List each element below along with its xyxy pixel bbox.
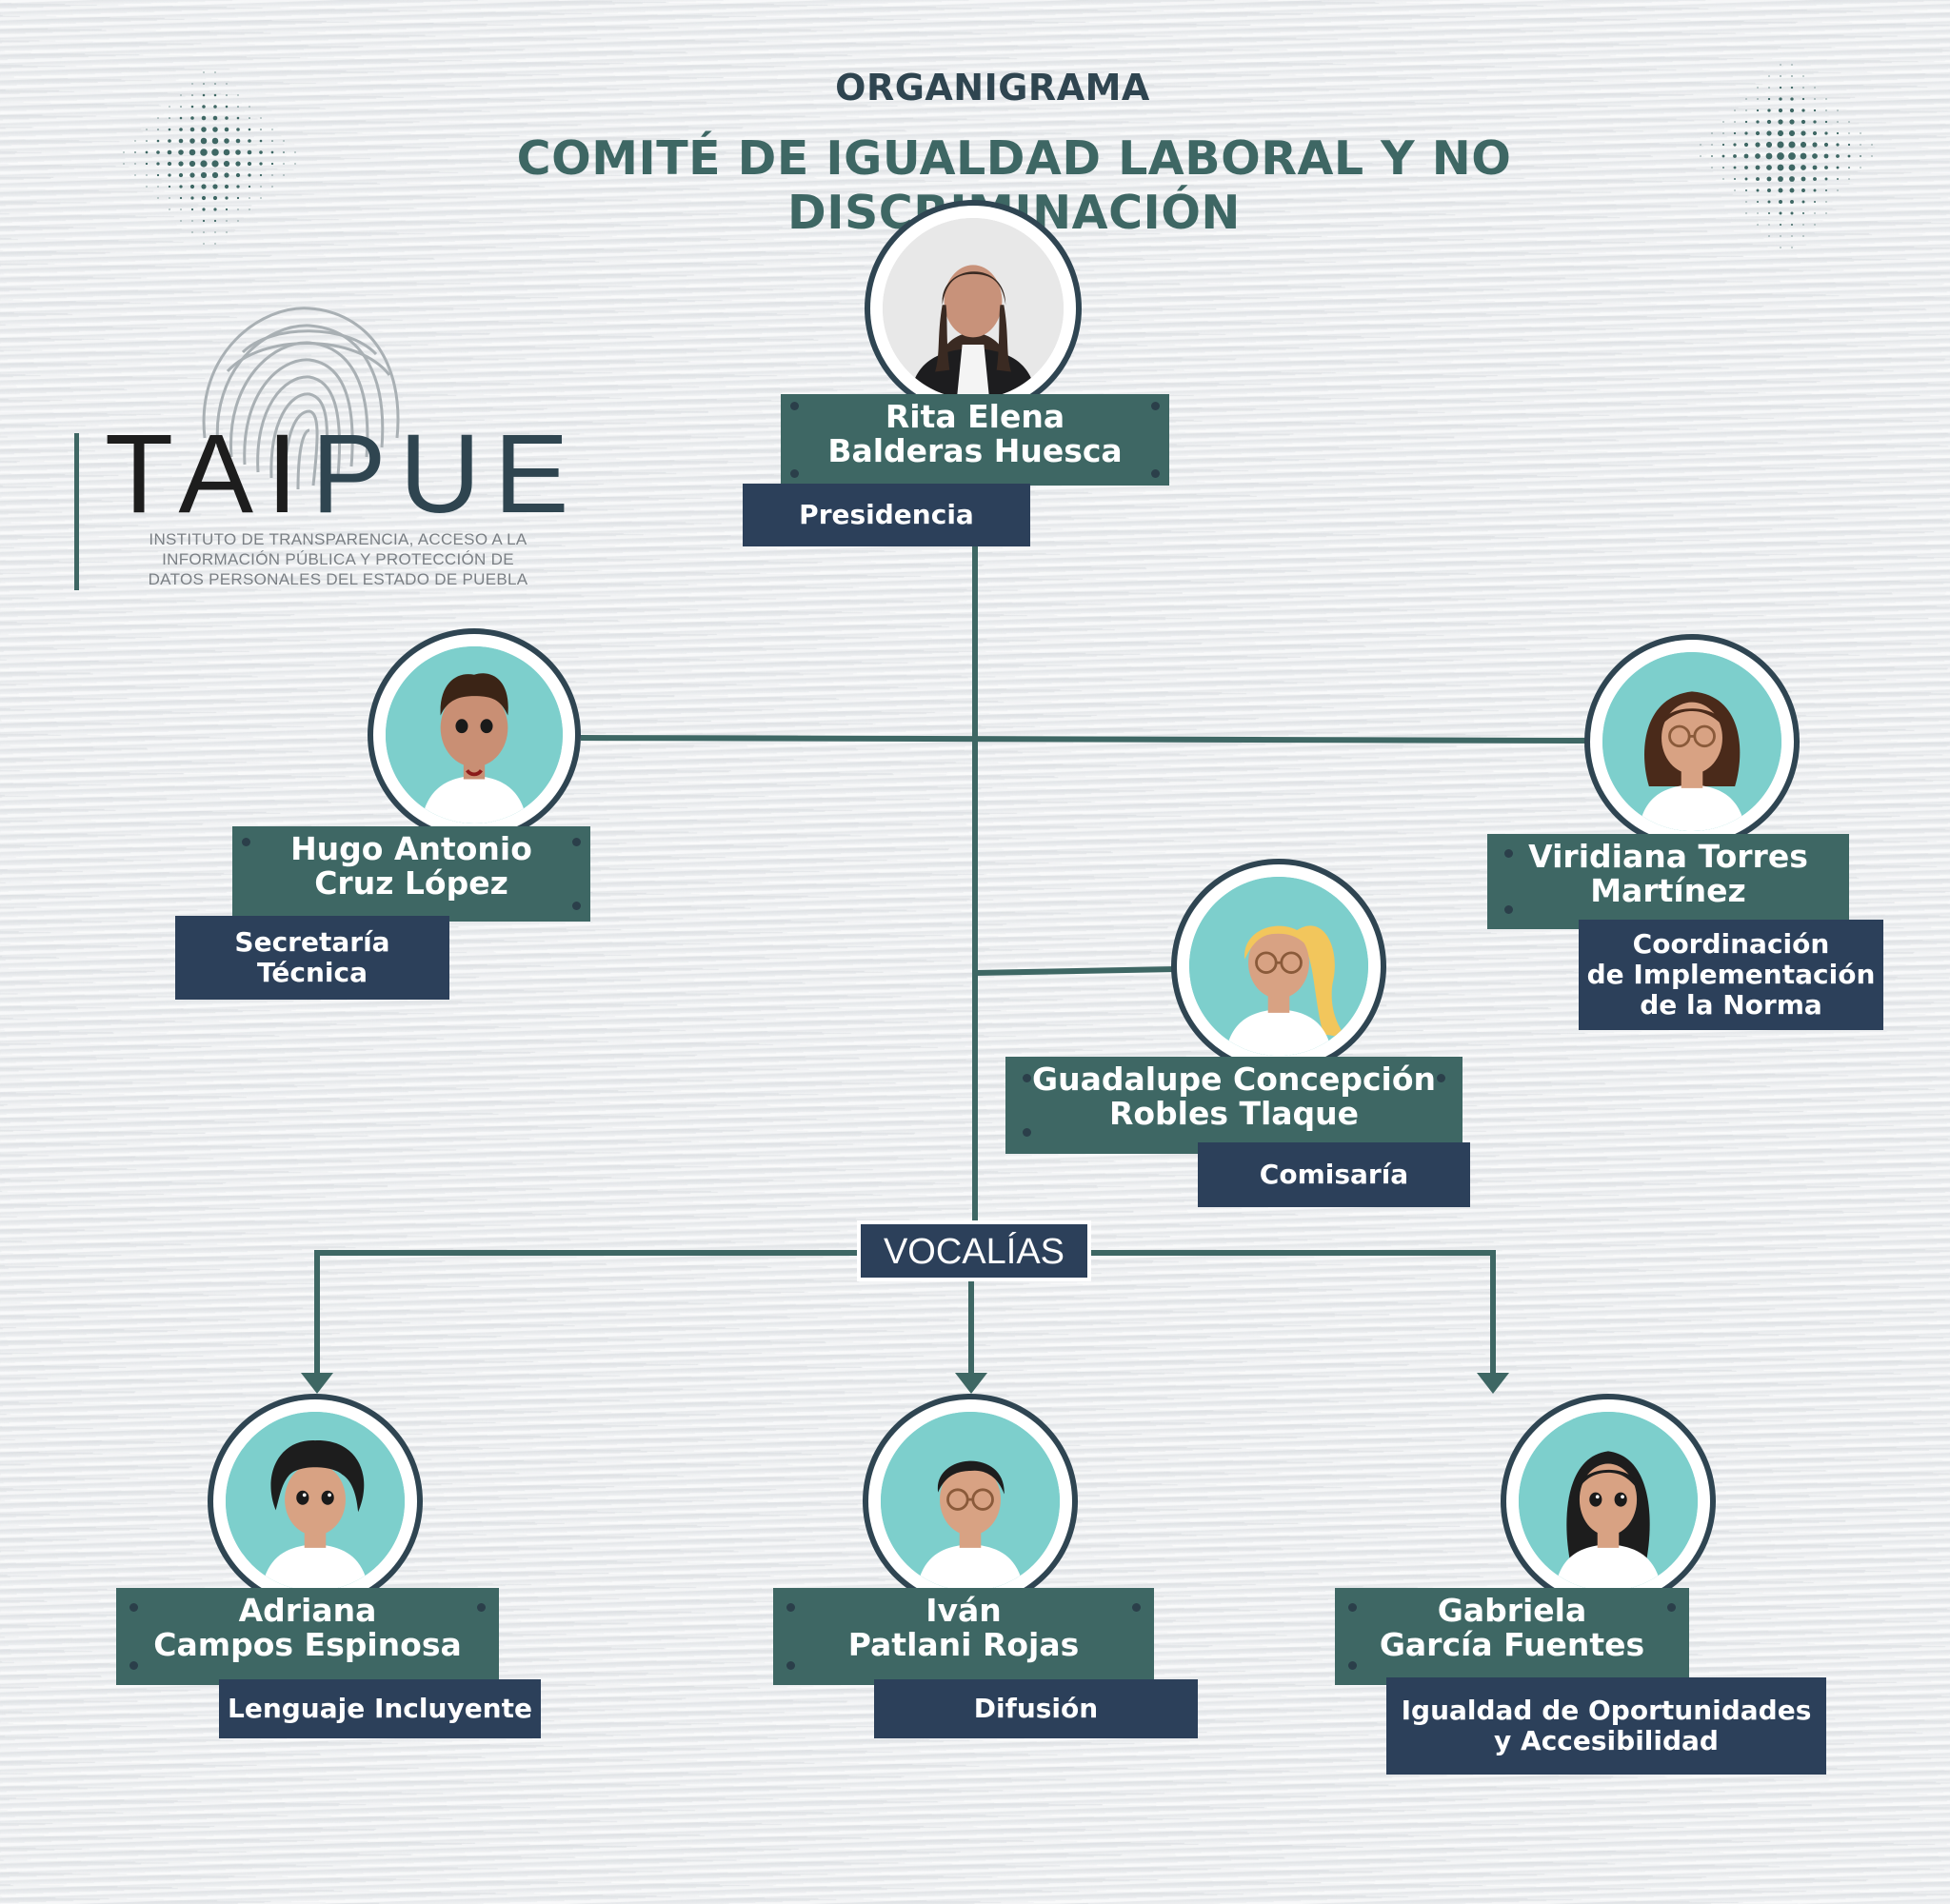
cartoon-person-glasses-icon: [881, 1412, 1060, 1591]
member-role: Secretaría: [234, 926, 390, 958]
member-role: Presidencia: [799, 499, 974, 530]
cartoon-woman-blonde-icon: [1189, 877, 1368, 1056]
member-role: Comisaría: [1259, 1159, 1409, 1190]
member-role: Técnica: [257, 957, 368, 988]
member-name: Balderas Huesca: [827, 432, 1123, 469]
dot-pattern-right-icon: [1700, 64, 1873, 248]
member-name: Guadalupe Concepción: [1031, 1061, 1437, 1098]
logo-wordmark: TAIPUE: [105, 411, 583, 537]
role-box-comisaria: Comisaría: [1198, 1142, 1470, 1207]
member-role: Difusión: [973, 1693, 1099, 1724]
avatar-presidencia: [865, 200, 1082, 417]
avatar-vocal-lenguaje: [208, 1394, 423, 1609]
member-name: Gabriela: [1437, 1592, 1587, 1629]
member-name: Hugo Antonio: [290, 830, 532, 867]
arrow-down-icon: [301, 1373, 333, 1394]
member-name: Viridiana Torres: [1528, 838, 1808, 875]
name-box-comisaria: Guadalupe Concepción Robles Tlaque: [1005, 1057, 1462, 1154]
member-name: Iván: [925, 1592, 1002, 1629]
member-name: García Fuentes: [1379, 1626, 1645, 1663]
logo-tagline: INSTITUTO DE TRANSPARENCIA, ACCESO A LA …: [148, 530, 528, 588]
member-name: Patlani Rojas: [847, 1626, 1080, 1663]
fingerprint-icon: [202, 307, 400, 490]
name-box-coordinacion: Viridiana Torres Martínez: [1487, 834, 1849, 929]
name-box-vocal-difusion: Iván Patlani Rojas: [773, 1588, 1154, 1685]
cartoon-woman-long-hair-icon: [1519, 1412, 1698, 1591]
dot-pattern-left-icon: [123, 71, 296, 245]
member-name: Robles Tlaque: [1108, 1095, 1360, 1132]
member-name: Martínez: [1590, 872, 1746, 909]
arrow-down-icon: [955, 1373, 987, 1394]
cartoon-woman-wavy-icon: [226, 1412, 405, 1591]
member-name: Cruz López: [314, 864, 508, 902]
person-photo-icon: [883, 218, 1064, 399]
taipue-logo: TAIPUE INSTITUTO DE TRANSPARENCIA, ACCES…: [67, 295, 568, 600]
name-box-vocal-lenguaje: Adriana Campos Espinosa: [116, 1588, 499, 1685]
member-name: Campos Espinosa: [153, 1626, 462, 1663]
avatar-vocal-difusion: [863, 1394, 1078, 1609]
avatar-vocal-igualdad: [1501, 1394, 1716, 1609]
member-role: Igualdad de Oportunidades: [1401, 1695, 1812, 1726]
member-role: y Accesibilidad: [1494, 1725, 1719, 1756]
line-to-comisaria: [974, 966, 1177, 976]
member-role: de la Norma: [1640, 989, 1822, 1021]
avatar-secretaria: [368, 628, 581, 842]
arrow-down-icon: [1477, 1373, 1509, 1394]
horizontal-line-secretaria-coordinacion: [580, 735, 1591, 744]
page-subtitle: ORGANIGRAMA: [835, 67, 1150, 109]
role-box-coordinacion: Coordinación de Implementación de la Nor…: [1579, 920, 1883, 1030]
cartoon-woman-curly-icon: [1602, 652, 1781, 831]
cartoon-man-icon: [386, 646, 563, 823]
member-role: de Implementación: [1586, 959, 1876, 990]
name-box-presidencia: Rita Elena Balderas Huesca: [781, 394, 1169, 486]
name-box-secretaria: Hugo Antonio Cruz López: [232, 826, 590, 922]
member-name: Adriana: [238, 1592, 377, 1629]
role-box-secretaria: Secretaría Técnica: [175, 916, 449, 1000]
role-box-vocal-igualdad: Igualdad de Oportunidades y Accesibilida…: [1386, 1677, 1826, 1775]
avatar-comisaria: [1171, 859, 1386, 1074]
logo-accent-bar: [74, 433, 79, 590]
role-box-vocal-lenguaje: Lenguaje Incluyente: [219, 1679, 541, 1738]
avatar-coordinacion: [1584, 634, 1800, 849]
role-box-vocal-difusion: Difusión: [874, 1679, 1198, 1738]
vocalias-label: VOCALÍAS: [857, 1220, 1091, 1281]
member-role: Lenguaje Incluyente: [227, 1693, 532, 1724]
member-role: Coordinación: [1632, 928, 1830, 960]
role-box-presidencia: Presidencia: [743, 484, 1030, 546]
member-name: Rita Elena: [885, 398, 1065, 435]
name-box-vocal-igualdad: Gabriela García Fuentes: [1335, 1588, 1689, 1685]
